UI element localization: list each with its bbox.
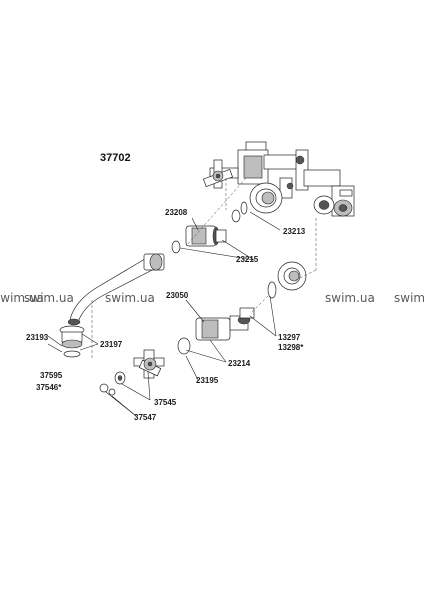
wall-mount-body <box>237 141 355 217</box>
watermark-1: swim.ua <box>0 291 44 305</box>
watermark-5: swim.ua <box>394 291 424 305</box>
watermark-3: swim.ua <box>105 291 155 305</box>
label-23050: 23050 <box>166 291 189 300</box>
label-37545: 37545 <box>154 398 177 407</box>
label-23193: 23193 <box>26 333 49 342</box>
o-ring-lower-a <box>267 281 277 299</box>
label-23208: 23208 <box>165 208 188 217</box>
spout <box>67 253 165 326</box>
label-37547: 37547 <box>134 413 157 422</box>
flange-upper <box>249 182 283 214</box>
o-ring-upper-a <box>240 201 248 215</box>
watermark-4: swim.ua <box>325 291 375 305</box>
aerator <box>59 325 85 358</box>
flange-lower <box>277 261 307 291</box>
label-37546: 37546* <box>36 383 62 392</box>
o-ring-upper-b <box>231 209 241 223</box>
part-small-b <box>99 383 109 393</box>
label-23195: 23195 <box>196 376 219 385</box>
top-cross-handle <box>203 159 239 189</box>
cartridge-upper <box>171 225 227 254</box>
label-37595: 37595 <box>40 371 63 380</box>
lower-cross-handle <box>133 349 165 379</box>
o-ring-lower-b <box>177 337 191 355</box>
cartridge-lower <box>195 307 255 341</box>
label-23197: 23197 <box>100 340 123 349</box>
label-23213: 23213 <box>283 227 306 236</box>
diagram-title: 37702 <box>100 152 131 164</box>
label-13298: 13298* <box>278 343 304 352</box>
watermark-2: swim.ua <box>24 291 74 305</box>
label-23214: 23214 <box>228 359 251 368</box>
label-13297: 13297 <box>278 333 301 342</box>
part-small-c <box>108 388 116 396</box>
label-23215: 23215 <box>236 255 259 264</box>
